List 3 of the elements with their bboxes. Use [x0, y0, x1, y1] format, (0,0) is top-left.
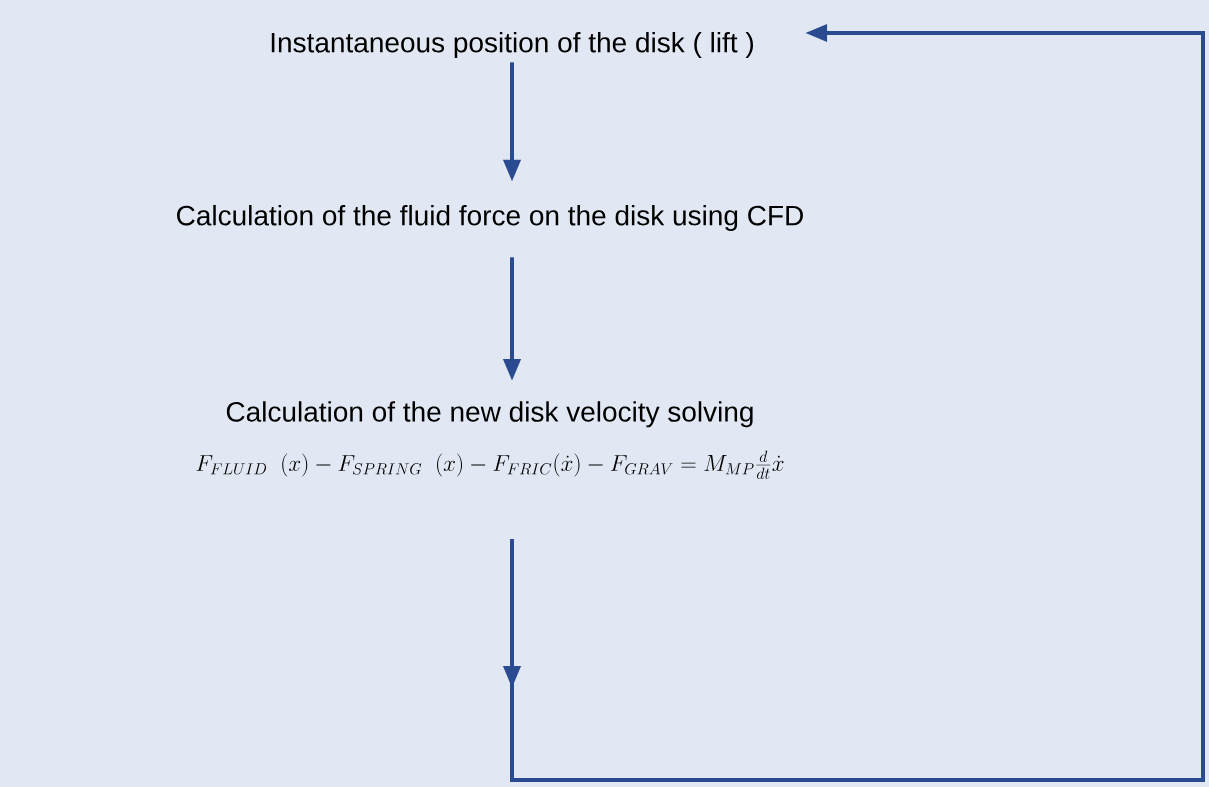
step-text: Instantaneous position of the disk ( lift )	[271, 31, 753, 59]
step-text-with-equation: Calculation of the new disk velocity solving $F_{FLUID}\ \ (x)-F_{SPRING}\ \ (x)-F_{FRIC}(\dot{x})-F_{GRAV}=M_{MP}\frac{d}{dt}\dot{x}$	[196, 401, 784, 479]
step-text: Calculation of the fluid force on the disk using CFD	[177, 204, 803, 232]
